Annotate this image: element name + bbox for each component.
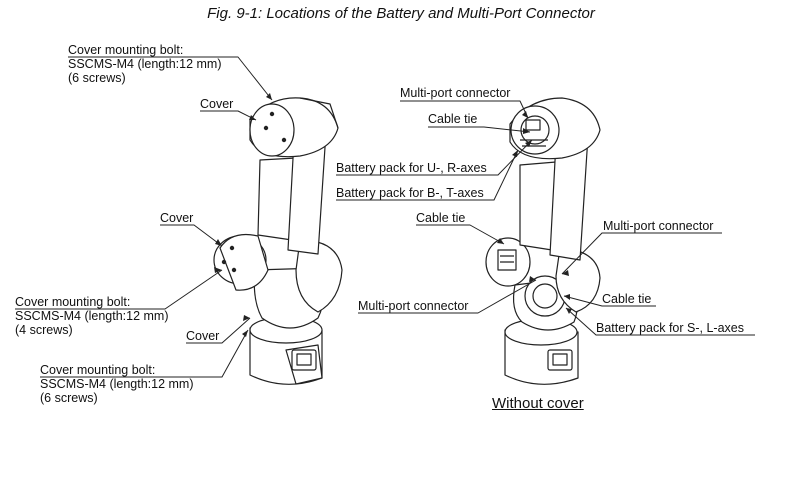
battery-sl-label: Battery pack for S-, L-axes bbox=[596, 321, 744, 335]
bolt-label-middle: Cover mounting bolt: SSCMS-M4 (length:12… bbox=[15, 295, 169, 337]
bolt-top-line1: Cover mounting bolt: bbox=[68, 43, 184, 57]
left-robot-drawing bbox=[213, 97, 343, 385]
multiport-label-right: Multi-port connector bbox=[603, 219, 714, 233]
cover-label-middle: Cover bbox=[160, 211, 194, 225]
figure-title: Fig. 9-1: Locations of the Battery and M… bbox=[207, 5, 595, 22]
right-robot-drawing bbox=[485, 97, 601, 385]
battery-bt-label: Battery pack for B-, T-axes bbox=[336, 186, 484, 200]
bolt-bottom-line1: Cover mounting bolt: bbox=[40, 363, 156, 377]
bolt-middle-line3: (4 screws) bbox=[15, 323, 73, 337]
battery-ur-label: Battery pack for U-, R-axes bbox=[336, 161, 487, 175]
cable-tie-label-middle: Cable tie bbox=[416, 211, 466, 225]
cover-label-bottom: Cover bbox=[186, 329, 220, 343]
bolt-bottom-line2: SSCMS-M4 (length:12 mm) bbox=[40, 377, 194, 391]
bolt-top-line2: SSCMS-M4 (length:12 mm) bbox=[68, 57, 222, 71]
bolt-top-line3: (6 screws) bbox=[68, 71, 126, 85]
multiport-label-top: Multi-port connector bbox=[400, 86, 511, 100]
bolt-bottom-line3: (6 screws) bbox=[40, 391, 98, 405]
bolt-label-top: Cover mounting bolt: SSCMS-M4 (length:12… bbox=[68, 43, 222, 85]
cable-tie-label-right: Cable tie bbox=[602, 292, 652, 306]
bolt-middle-line2: SSCMS-M4 (length:12 mm) bbox=[15, 309, 169, 323]
without-cover-caption: Without cover bbox=[492, 395, 584, 412]
cover-label-top: Cover bbox=[200, 97, 234, 111]
bolt-middle-line1: Cover mounting bolt: bbox=[15, 295, 131, 309]
bolt-label-bottom: Cover mounting bolt: SSCMS-M4 (length:12… bbox=[40, 363, 194, 405]
multiport-label-left: Multi-port connector bbox=[358, 299, 469, 313]
cable-tie-label-top: Cable tie bbox=[428, 112, 478, 126]
